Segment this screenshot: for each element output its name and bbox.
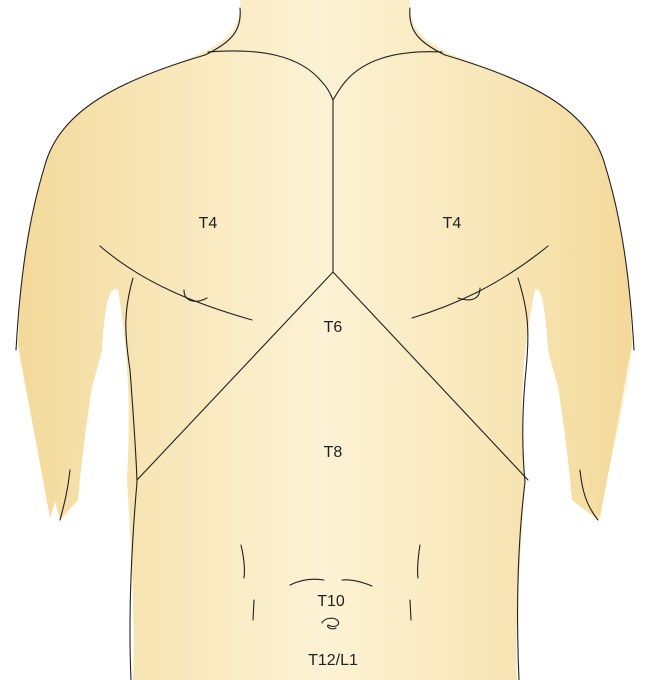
label-umbilicus: T10 xyxy=(317,593,345,610)
label-chest-right: T4 xyxy=(443,215,462,232)
label-xiphoid: T6 xyxy=(324,319,343,336)
label-lower-abdomen: T12/L1 xyxy=(308,652,358,669)
label-chest-left: T4 xyxy=(199,215,218,232)
label-upper-abdomen: T8 xyxy=(324,444,343,461)
torso-body xyxy=(18,0,632,680)
